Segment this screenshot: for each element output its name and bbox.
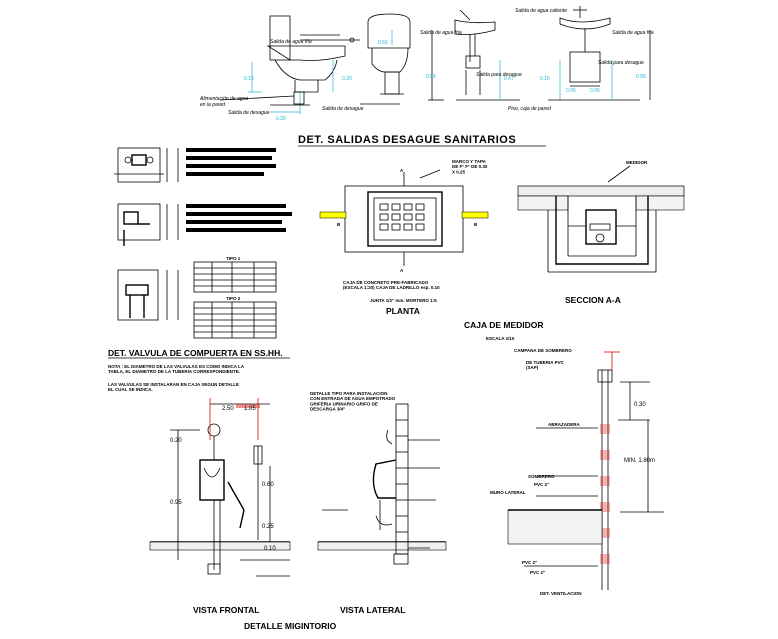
medidor-junta-text: JUNTA 1/2" mm. MORTERO 1:5: [370, 298, 437, 303]
lavatorio-elevations: 0.55 0.47 0.15 0.05 0.05 0.55 Salida de …: [420, 6, 654, 112]
vista-frontal-label: VISTA FRONTAL: [193, 605, 259, 615]
dim-d6: 0.47: [504, 76, 514, 82]
uri-dim-060: 0.60: [262, 482, 274, 488]
medidor-planta-label: PLANTA: [386, 306, 420, 316]
valve-table-1: [193, 261, 277, 293]
lav-label-agua-fria: Salida de agua fria: [420, 30, 462, 36]
wc-side-view: [360, 13, 411, 105]
wc-label-agua-fria: Salida de agua fria: [270, 39, 312, 45]
uri-dim-095: 0.95: [170, 500, 182, 506]
dim-d3: 0.20: [342, 76, 352, 82]
ventilacion-detail: [507, 351, 664, 590]
seccion-label: SECCION A-A: [565, 295, 621, 305]
vent-label-muro: MURO LATERAL: [490, 490, 526, 495]
valve-note-1: NOTA : EL DIAMETRO DE LAS VALVULAS ES CO…: [108, 364, 245, 374]
wc-side-label-desague: Salida de desague: [322, 106, 364, 112]
valve-table-2: [193, 301, 277, 339]
valve-table-1-title: TIPO 1: [226, 256, 241, 261]
vent-top-label: CAMPANA DE SOMBRERO: [514, 348, 572, 353]
medidor-b-right: B: [474, 222, 478, 227]
lav-label-desague: Salida para desague: [476, 72, 522, 78]
uri-dim-010: 0.10: [264, 546, 276, 552]
dim-d7: 0.15: [540, 76, 550, 82]
medidor-a-top: A: [400, 168, 404, 173]
vent-sub-label: DE TUBERIA PVC(SAP): [526, 360, 565, 370]
medidor-seccion: [517, 165, 685, 273]
valve-title: DET. VALVULA DE COMPUERTA EN SS.HH.: [108, 348, 283, 358]
medidor-label: MEDIDOR: [626, 160, 648, 165]
lav-label-desague-2: Salida para desague: [598, 60, 644, 66]
lav-label-agua-fria-2: Salida de agua fria: [612, 30, 654, 36]
vent-label-abrazadera: ABRAZADERA: [548, 422, 580, 427]
vent-label-sombrero: SOMBRERO: [528, 474, 555, 479]
caja-medidor-title: CAJA DE MEDIDOR: [464, 320, 544, 330]
medidor-a-bottom: A: [400, 268, 404, 273]
medidor-b-left: B: [337, 222, 341, 227]
wc-elevations: Salida de agua fria Alimentación de agua…: [199, 13, 411, 122]
dim-d10: 0.05: [566, 88, 576, 94]
urinario-frontal: [149, 398, 291, 577]
valve-note-2: LAS VALVULAS SE INSTALARAN EN CAJA SEGUN…: [108, 382, 239, 392]
uri-dim-025: 0.25: [262, 524, 274, 530]
urinario-lateral: [317, 403, 447, 565]
vent-label-pvc: PVC 2": [534, 482, 549, 487]
vent-dim-mid: MIN. 1.80m: [624, 458, 655, 464]
lav-label-piso: Piso, caja de pared: [508, 106, 551, 112]
medidor-planta: [319, 169, 489, 266]
main-title: DET. SALIDAS DESAGUE SANITARIOS: [298, 134, 516, 146]
wc-front-view: [219, 15, 360, 114]
wc-label-desague: Salida de desague: [228, 110, 270, 116]
uri-dim-020: 0.20: [170, 438, 182, 444]
dim-d2: 0.30: [276, 116, 286, 122]
dim-d1: 0.15: [244, 76, 254, 82]
vista-lateral-label: VISTA LATERAL: [340, 605, 405, 615]
dim-d4: 0.55: [378, 40, 388, 46]
vent-dim-top: 0.30: [634, 402, 646, 408]
valve-details: TIPO 1 TIPO 2: [114, 147, 292, 339]
dim-d8: 0.55: [636, 74, 646, 80]
dim-d9: 0.05: [590, 88, 600, 94]
uri-dim-105: 1.05: [244, 406, 256, 412]
medidor-caja-text: CAJA DE CONCRETO PRE-FABRICADO(ESCALA 1:…: [343, 280, 440, 290]
vent-label-pvc2: PVC 2": [522, 560, 537, 565]
caja-medidor-escala: ESCALA 1/10: [486, 336, 515, 341]
detalle-label: DETALLE MIGINTORIO: [244, 621, 337, 631]
medidor-grille: [379, 203, 425, 231]
vent-det-label: DET. VENTILACION: [540, 591, 582, 596]
lav-label-agua-caliente: Salida de agua caliente: [515, 8, 567, 14]
valve-table-2-title: TIPO 2: [226, 296, 241, 301]
vent-label-pvc3: PVC 2": [530, 570, 545, 575]
dim-d5: 0.55: [426, 74, 436, 80]
uri-dim-250: 2.50: [222, 406, 234, 412]
